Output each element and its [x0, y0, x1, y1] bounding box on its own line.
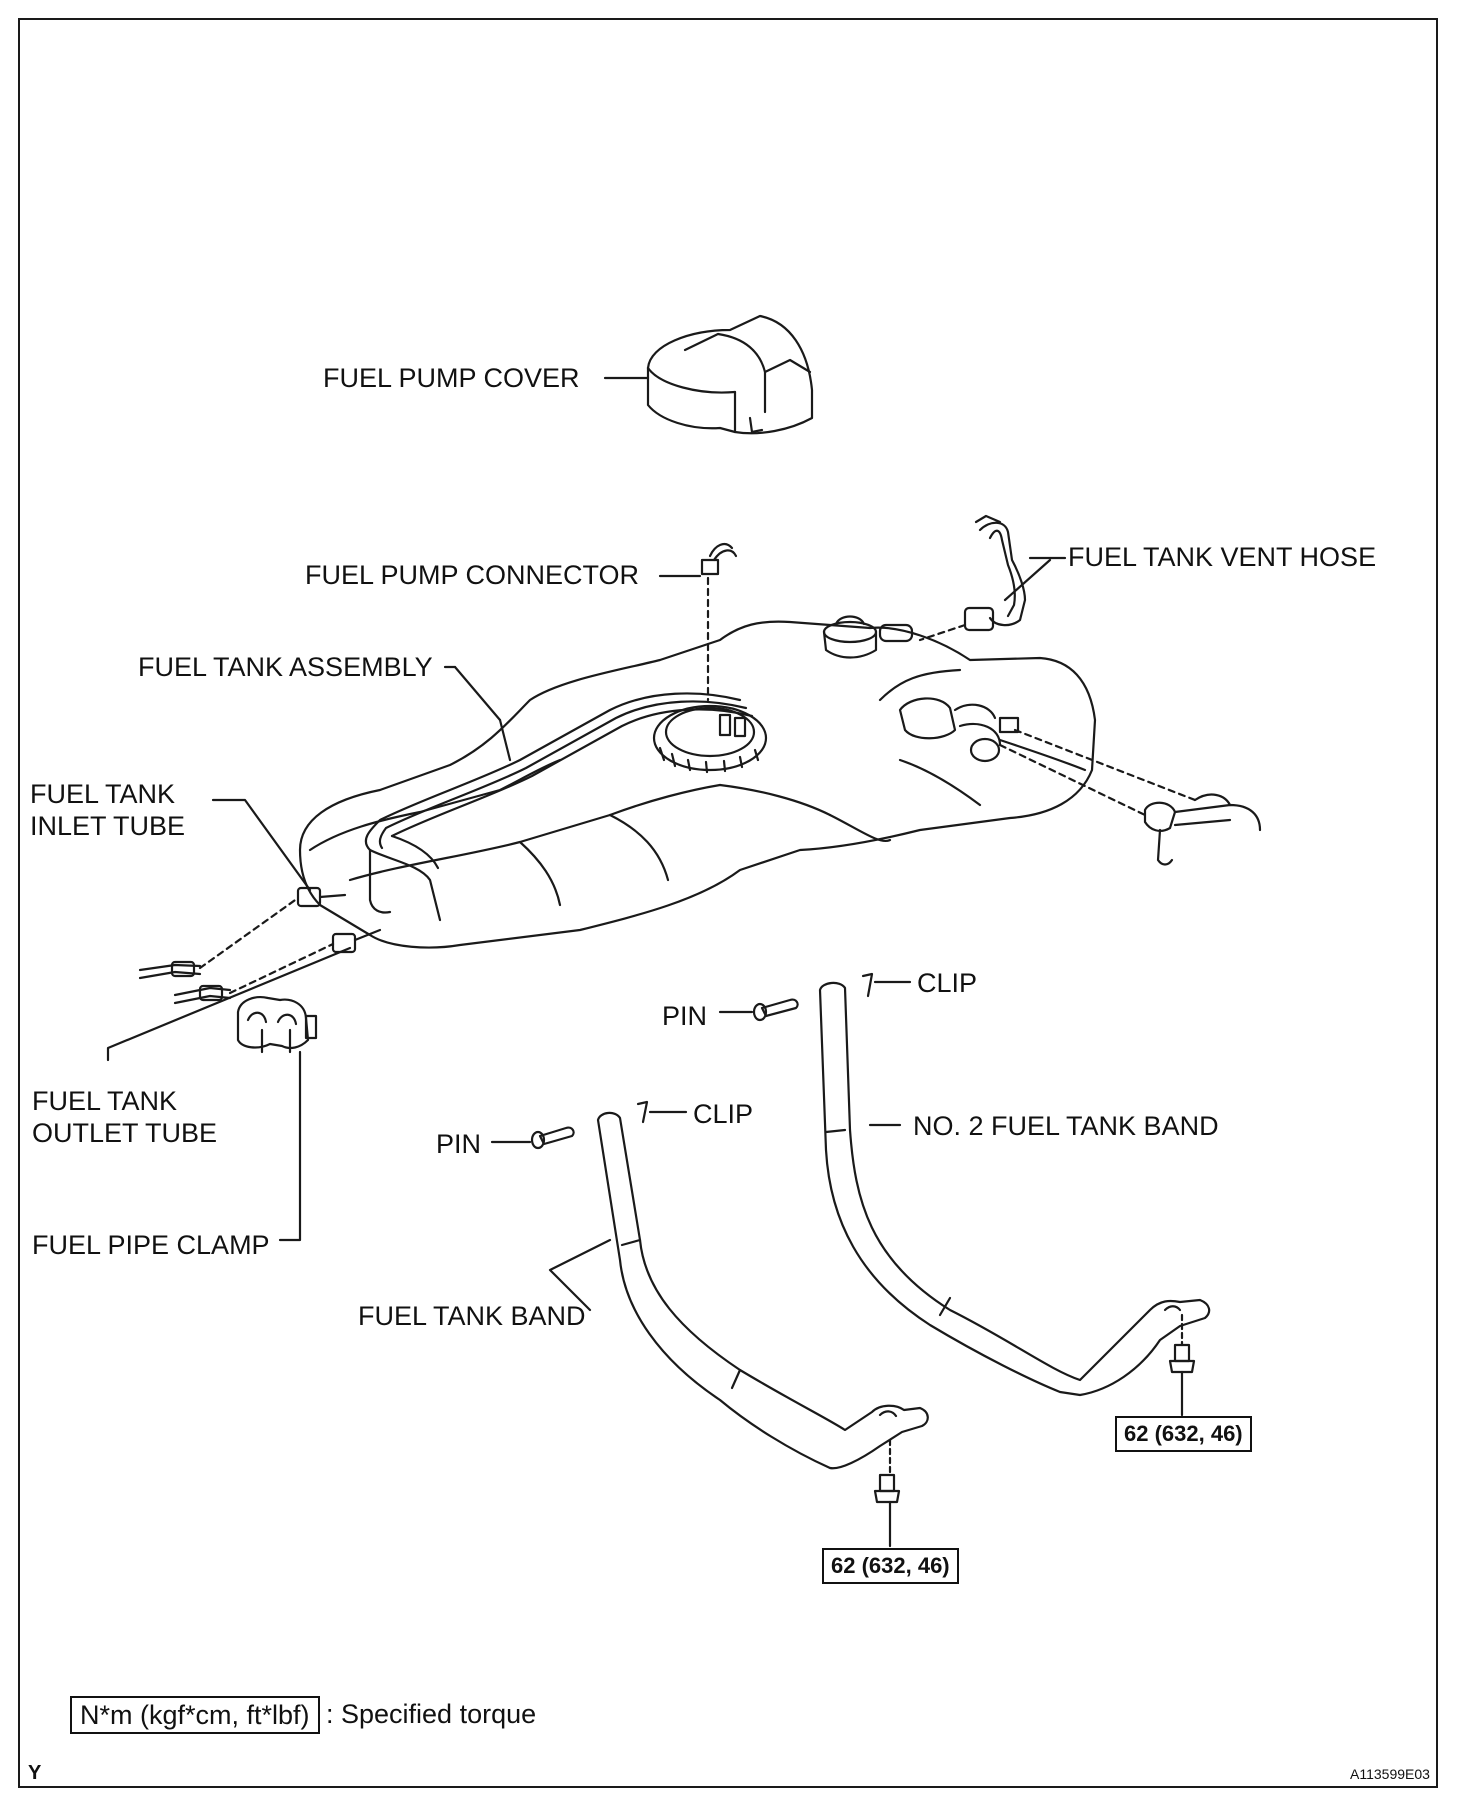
- fuel-tank-band: [596, 1111, 929, 1470]
- dash-outlet: [228, 942, 335, 995]
- label-fuel-pump-connector: FUEL PUMP CONNECTOR: [305, 560, 640, 590]
- fuel-pump-cover: [646, 314, 814, 435]
- dash-right-line-2: [1013, 728, 1197, 802]
- label-fuel-tank-inlet-tube-line1: FUEL TANK: [30, 779, 176, 809]
- fuel-tank-outlet-tube: [331, 928, 382, 954]
- dash-right-line-1: [998, 743, 1147, 817]
- corner-letter: Y: [28, 1762, 42, 1784]
- label-pin-right: PIN: [662, 1001, 708, 1031]
- leader-fuel-tank-outlet-tube: [106, 946, 352, 1062]
- fuel-pipe-clamp: [236, 996, 318, 1054]
- label-fuel-tank-assembly: FUEL TANK ASSEMBLY: [138, 652, 433, 682]
- dash-inlet: [198, 896, 300, 970]
- leader-fuel-tank-band: [548, 1238, 612, 1312]
- label-fuel-tank-outlet-tube-line2: OUTLET TUBE: [32, 1118, 218, 1148]
- label-no2-fuel-tank-band: NO. 2 FUEL TANK BAND: [913, 1111, 1219, 1141]
- bolt-right: [1168, 1343, 1196, 1374]
- label-clip-left: CLIP: [693, 1099, 754, 1129]
- pin-left: [530, 1126, 575, 1150]
- clip-left: [636, 1100, 649, 1124]
- fuel-tank-vent-hose: [963, 514, 1052, 632]
- no2-fuel-tank-band: [818, 981, 1211, 1397]
- label-fuel-tank-vent-hose: FUEL TANK VENT HOSE: [1068, 542, 1377, 572]
- pin-right: [752, 998, 799, 1022]
- label-pin-left: PIN: [436, 1129, 482, 1159]
- diagram-frame: [18, 18, 1438, 1788]
- label-fuel-tank-band: FUEL TANK BAND: [358, 1301, 586, 1331]
- leader-fuel-pipe-clamp: [278, 1050, 302, 1242]
- bolt-left: [873, 1473, 901, 1504]
- leader-fuel-tank-assembly-1: [453, 665, 502, 722]
- fuel-pump-connector: [700, 543, 738, 576]
- label-fuel-pump-cover: FUEL PUMP COVER: [323, 363, 580, 393]
- figure-code: A113599E03: [1350, 1766, 1430, 1782]
- label-fuel-tank-inlet-tube-line2: INLET TUBE: [30, 811, 186, 841]
- right-fuel-line-connection: [1143, 793, 1262, 866]
- fuel-tank-inlet-tube: [296, 886, 347, 908]
- label-clip-right: CLIP: [917, 968, 978, 998]
- leader-fuel-tank-assembly-2: [498, 718, 512, 762]
- label-fuel-pipe-clamp: FUEL PIPE CLAMP: [32, 1230, 270, 1260]
- clip-right: [861, 972, 874, 998]
- torque-spec-right: 62 (632, 46): [1115, 1416, 1252, 1452]
- torque-spec-left: 62 (632, 46): [822, 1548, 959, 1584]
- legend-torque-text: : Specified torque: [326, 1699, 537, 1729]
- leader-fuel-tank-inlet-tube: [211, 798, 312, 892]
- fuel-tank-assembly: [298, 615, 1097, 949]
- label-fuel-tank-outlet-tube-line1: FUEL TANK: [32, 1086, 178, 1116]
- legend-torque-units-box: N*m (kgf*cm, ft*lbf): [70, 1696, 320, 1734]
- external-fuel-lines: [138, 960, 232, 1005]
